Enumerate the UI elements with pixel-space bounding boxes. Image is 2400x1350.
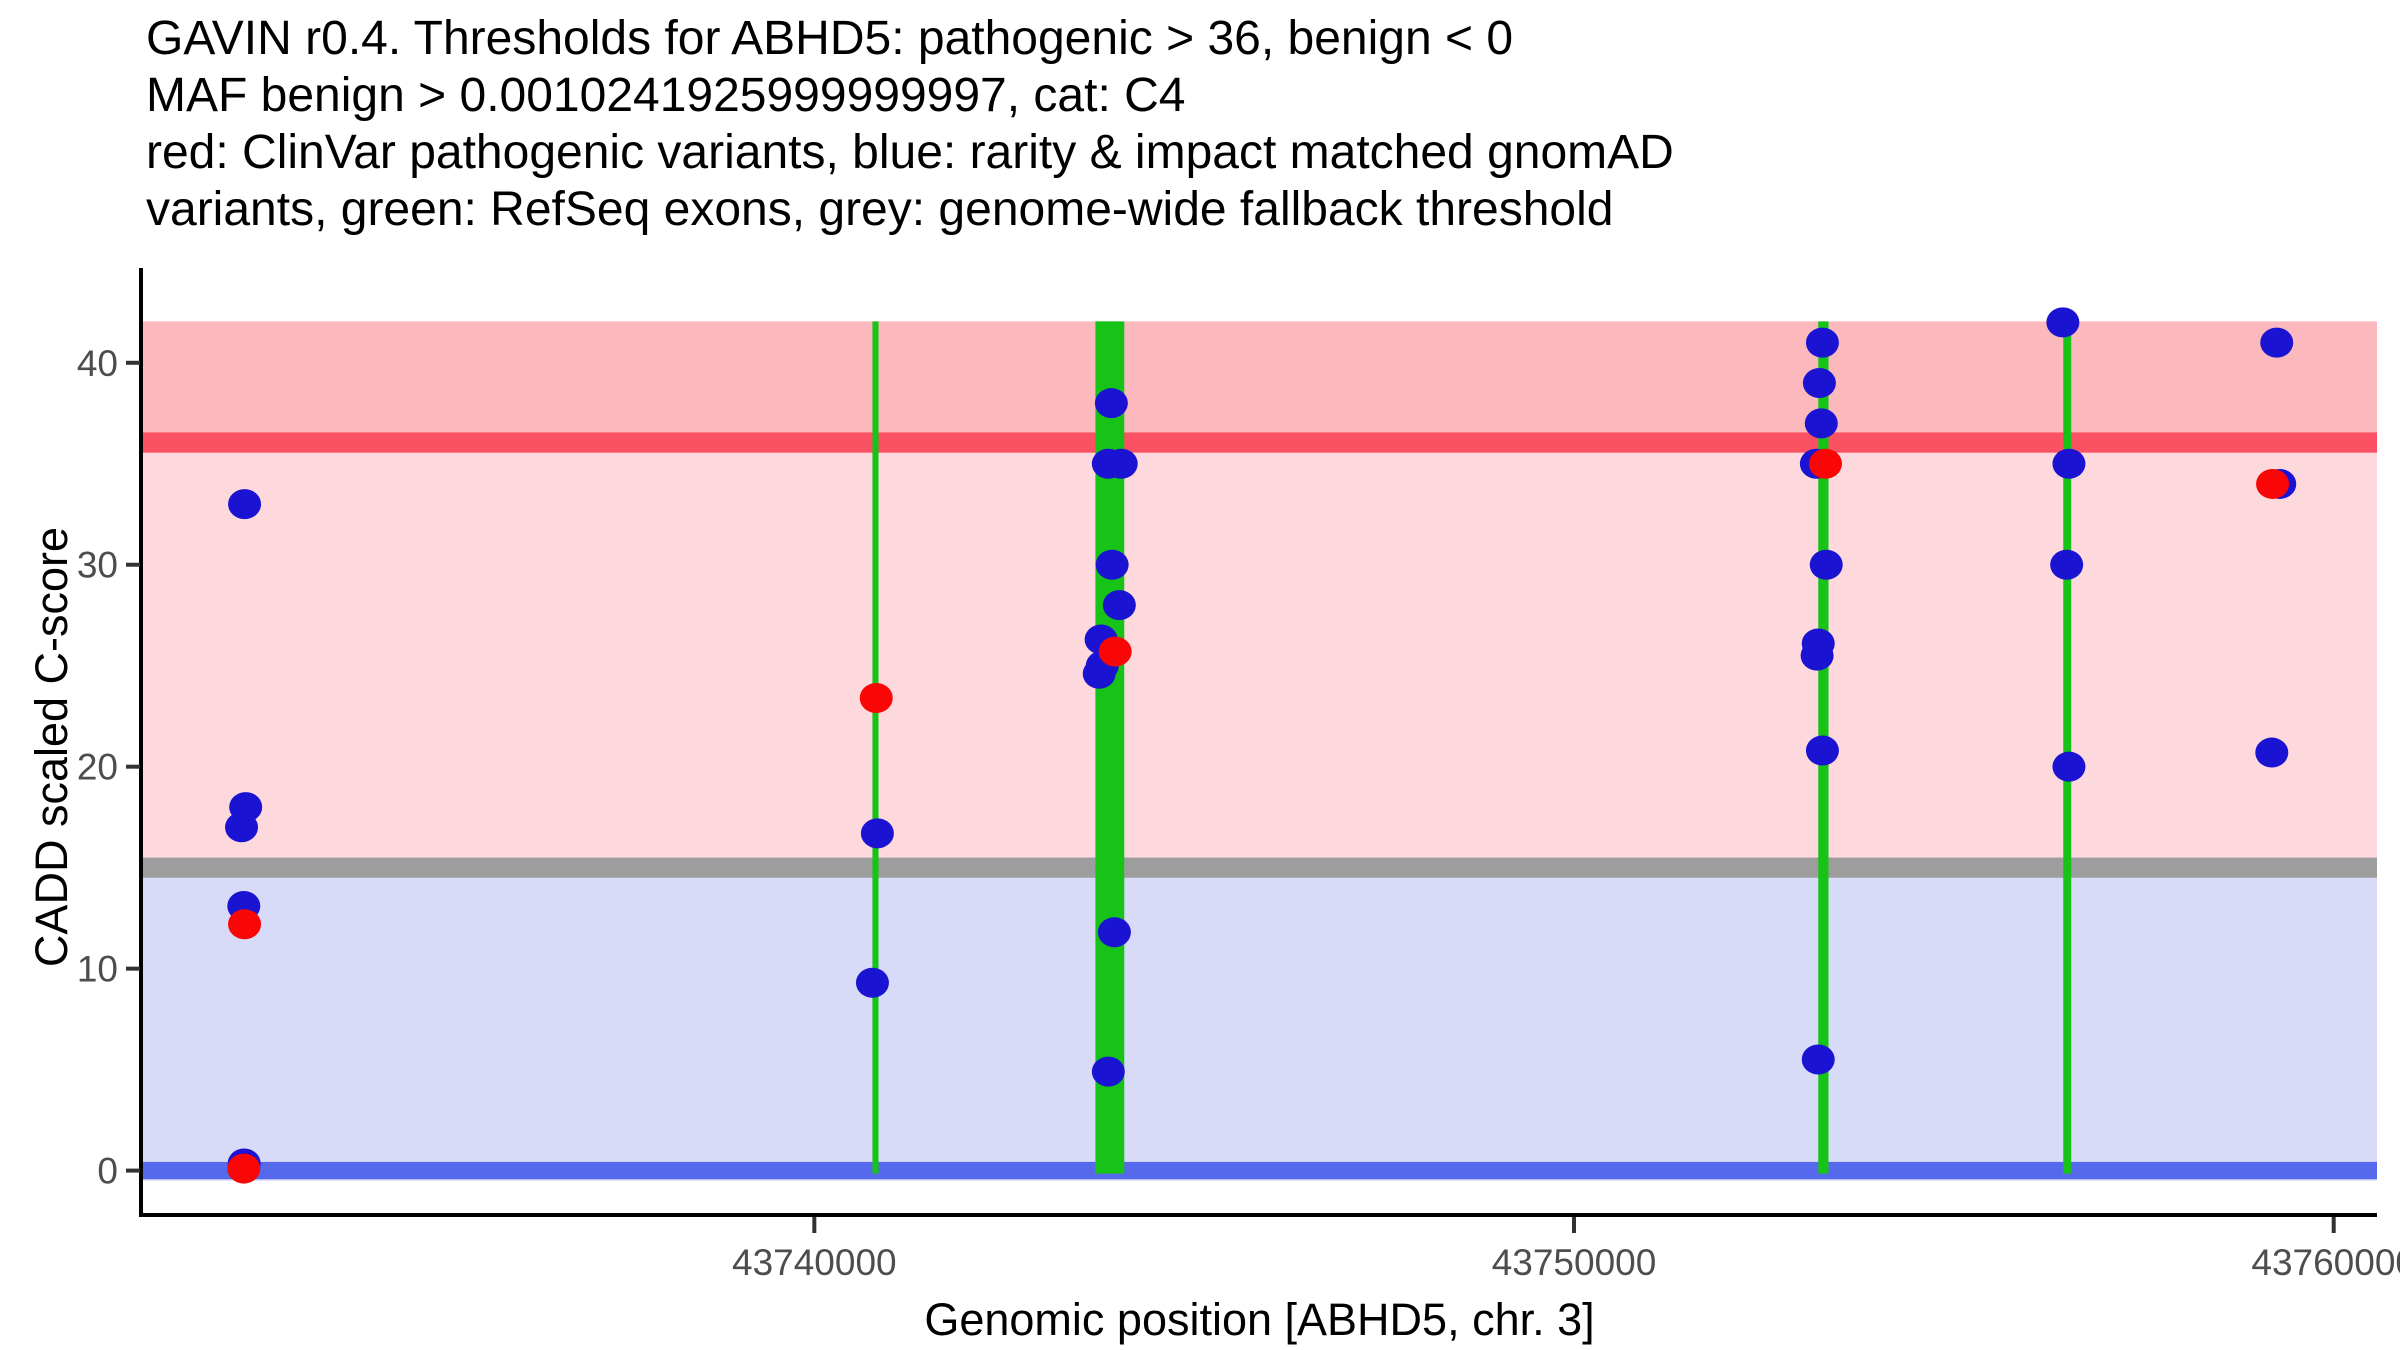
clinvar-variant-point (1808, 448, 1842, 479)
gnomad-variant-point (1805, 327, 1839, 358)
y-tick-label: 40 (77, 343, 118, 384)
gnomad-variant-point (1805, 735, 1839, 766)
gnomad-variant-point (855, 967, 889, 998)
x-tick-label: 43750000 (1492, 1242, 1657, 1283)
clinvar-variant-point (228, 909, 262, 940)
refseq-exon-bar (2063, 321, 2072, 1174)
fallback-threshold-line (142, 857, 2377, 878)
gnomad-variant-point (2046, 307, 2080, 338)
gnomad-variant-point (1097, 917, 1131, 948)
x-tick-label: 43760000 (2251, 1242, 2400, 1283)
clinvar-variant-point (2256, 468, 2290, 499)
gnomad-variant-point (2255, 737, 2289, 768)
gnomad-variant-point (228, 489, 262, 520)
clinvar-variant-point (227, 1153, 261, 1184)
gnomad-variant-point (1800, 640, 1834, 671)
clinvar-variant-point (1098, 636, 1132, 667)
gnomad-variant-point (1102, 590, 1136, 621)
plot-title-line-4: variants, green: RefSeq exons, grey: gen… (146, 183, 1614, 236)
gnomad-variant-point (1809, 549, 1843, 580)
refseq-exon-bar (872, 321, 879, 1174)
plot-title-line-1: GAVIN r0.4. Thresholds for ABHD5: pathog… (146, 12, 1514, 65)
intermediate-zone (142, 442, 2377, 868)
gnomad-variant-point (1082, 658, 1116, 689)
pathogenic-threshold-line (142, 432, 2377, 453)
y-tick-label: 0 (97, 1151, 118, 1192)
benign-threshold-line (142, 1161, 2377, 1180)
gnomad-variant-point (2052, 448, 2086, 479)
gnomad-variant-point (860, 818, 894, 849)
gnomad-variant-point (1091, 1056, 1125, 1087)
clinvar-variant-point (859, 683, 893, 714)
pathogenic-zone (142, 321, 2377, 443)
x-axis-title: Genomic position [ABHD5, chr. 3] (924, 1294, 1595, 1345)
gnomad-variant-point (2260, 327, 2294, 358)
gnomad-variant-point (1801, 1044, 1835, 1075)
gnomad-variant-point (2050, 549, 2084, 580)
benign-zone (142, 867, 2377, 1181)
gnomad-variant-point (1094, 388, 1128, 419)
y-tick-label: 10 (77, 949, 118, 990)
gnomad-variant-point (1104, 448, 1138, 479)
y-tick-label: 20 (77, 747, 118, 788)
gnomad-variant-point (1804, 408, 1838, 439)
gnomad-variant-point (1802, 367, 1836, 398)
gnomad-variant-point (2052, 751, 2086, 782)
y-axis-title: CADD scaled C-score (26, 526, 77, 968)
gnomad-variant-point (225, 812, 259, 843)
x-tick-label: 43740000 (732, 1242, 897, 1283)
gnomad-variant-point (1095, 549, 1129, 580)
plot-title: GAVIN r0.4. Thresholds for ABHD5: pathog… (146, 10, 1674, 238)
plot-title-line-3: red: ClinVar pathogenic variants, blue: … (146, 126, 1674, 179)
plot-title-line-2: MAF benign > 0.0010241925999999997, cat:… (146, 69, 1186, 122)
y-tick-label: 30 (77, 545, 118, 586)
